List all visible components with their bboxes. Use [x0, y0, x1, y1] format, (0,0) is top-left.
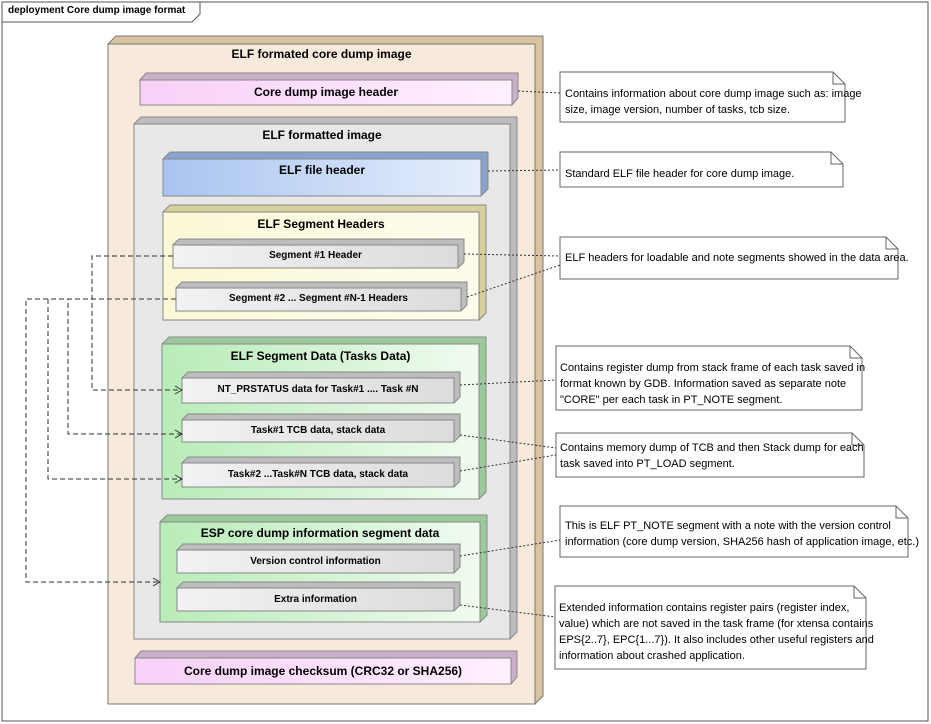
label-segment-headers: ELF Segment Headers: [257, 217, 385, 231]
node-task1-tcb: [180, 413, 461, 443]
label-task2n-tcb: Task#2 ...Task#N TCB data, stack data: [227, 469, 409, 480]
note-esp: [559, 505, 909, 558]
note-extra-line: EPS{2..7}, EPC{1...7}). It also includes…: [559, 634, 874, 646]
node-task2n-tcb: [180, 456, 461, 488]
note-esp-text: This is ELF PT_NOTE segment with a note …: [565, 518, 919, 550]
note-elf-header: [559, 151, 844, 188]
label-elf-formatted-image: ELF formatted image: [262, 128, 382, 142]
node-segment2n-headers: [174, 281, 468, 312]
label-elf-file-header: ELF file header: [278, 163, 366, 177]
label-segment-data: ELF Segment Data (Tasks Data): [230, 349, 411, 363]
note-header-line: Contains information about core dump ima…: [565, 88, 862, 100]
node-nt-prstatus: [180, 371, 461, 404]
label-segment2n-headers: Segment #2 ... Segment #N-1 Headers: [229, 293, 408, 304]
note-tcb-text: Contains memory dump of TCB and then Sta…: [560, 440, 864, 472]
label-version-info: Version control information: [250, 556, 381, 567]
label-checksum: Core dump image checksum (CRC32 or SHA25…: [183, 664, 463, 678]
label-esp-info: ESP core dump information segment data: [200, 526, 440, 540]
note-esp-line: This is ELF PT_NOTE segment with a note …: [565, 520, 891, 532]
arrow-heads: [152, 385, 184, 587]
note-extra-line: Extended information contains register p…: [559, 602, 850, 614]
node-extra-info: [175, 581, 461, 612]
label-extra-info: Extra information: [274, 594, 357, 605]
note-elf-header-line: Standard ELF file header for core dump i…: [565, 168, 795, 180]
note-header: [559, 71, 846, 123]
note-extra: [554, 585, 867, 670]
note-tcb: [555, 432, 865, 478]
note-seg-headers-text: ELF headers for loadable and note segmen…: [565, 250, 909, 266]
note-prstatus-line: format known by GDB. Information saved a…: [560, 378, 847, 390]
note-elf-header-text: Standard ELF file header for core dump i…: [565, 166, 794, 182]
label-nt-prstatus: NT_PRSTATUS data for Task#1 .... Task #N: [217, 384, 419, 395]
note-prstatus-line: Contains register dump from stack frame …: [560, 362, 866, 374]
node-version-info: [175, 543, 461, 574]
note-prstatus-line: "CORE" per each task in PT_NOTE segment.: [560, 394, 783, 406]
note-prstatus-text: Contains register dump from stack frame …: [560, 360, 865, 408]
label-task1-tcb: Task#1 TCB data, stack data: [250, 425, 386, 436]
note-extra-line: value) which are not saved in the task f…: [559, 618, 874, 630]
node-core-dump-header: [138, 72, 519, 107]
node-segment1-header: [171, 238, 465, 269]
note-seg-headers-line: ELF headers for loadable and note segmen…: [565, 252, 909, 264]
note-extra-line: information about crashed application.: [559, 650, 745, 662]
note-extra-text: Extended information contains register p…: [559, 600, 874, 664]
note-anchors: [459, 90, 561, 618]
label-core-dump-header: Core dump image header: [253, 85, 399, 99]
note-prstatus: [555, 345, 863, 411]
note-esp-line: information (core dump version, SHA256 h…: [565, 536, 920, 548]
frame-tab: [1, 1, 201, 23]
node-checksum: [133, 650, 518, 685]
note-header-text: Contains information about core dump ima…: [565, 86, 862, 118]
frame-title: deployment Core dump image format: [8, 5, 186, 16]
node-elf-file-header: [161, 151, 489, 197]
note-tcb-line: task saved into PT_LOAD segment.: [560, 458, 735, 470]
note-seg-headers: [559, 236, 899, 280]
note-header-line: size, image version, number of tasks, tc…: [565, 104, 790, 116]
dependency-arrows: [25, 255, 182, 583]
label-segment1-header: Segment #1 Header: [269, 250, 362, 261]
label-elf-core-dump-image: ELF formated core dump image: [231, 47, 412, 61]
note-tcb-line: Contains memory dump of TCB and then Sta…: [560, 442, 864, 454]
